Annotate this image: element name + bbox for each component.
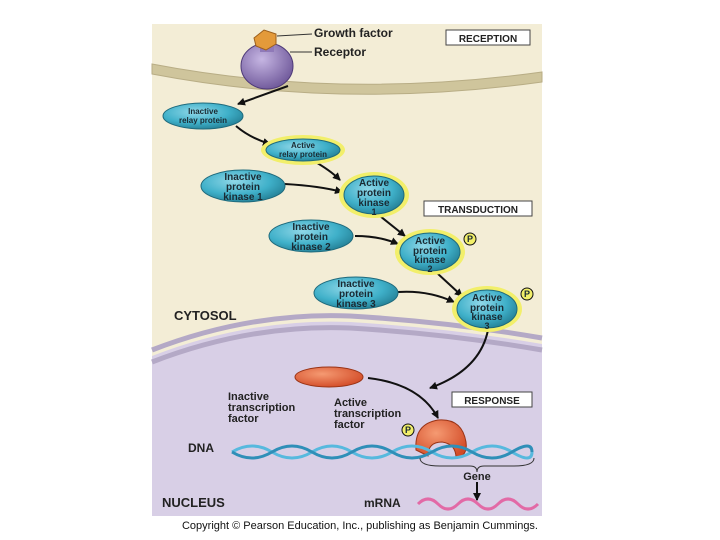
active-relay-label-2: relay protein [279, 150, 327, 159]
inactive-kinase-2-line-3: kinase 2 [291, 242, 331, 253]
active-kinase-2-line-3: kinase [414, 255, 446, 266]
arrow-receptor-to-relay [237, 85, 289, 106]
growth-factor-label: Growth factor [314, 26, 393, 40]
phosphate-tf [401, 423, 415, 437]
active-kinase-3-line-3: kinase [471, 312, 503, 323]
active-kinase-3 [456, 289, 518, 329]
copyright-notice: Copyright © Pearson Education, Inc., pub… [181, 520, 538, 532]
inactive-kinase-3-line-2: protein [339, 289, 373, 300]
inactive-kinase-3-line-1: Inactive [337, 279, 375, 290]
dna-label: DNA [188, 441, 214, 455]
inactive-tf-line-2: transcription [228, 402, 296, 414]
arrow-kinase2-activation [354, 235, 399, 245]
transduction-label: TRANSDUCTION [438, 205, 518, 216]
active-kinase-1-line-1: Active [359, 178, 389, 189]
active-kinase-1-line-3: kinase [358, 198, 390, 209]
receptor-label: Receptor [314, 45, 366, 59]
inactive-tf-line-3: factor [228, 413, 259, 425]
active-kinase-2-line-2: protein [413, 246, 447, 257]
response-box [451, 391, 533, 408]
phosphate-kinase-3 [520, 287, 534, 301]
phosphate-kinase-2 [463, 232, 477, 246]
active-kinase-3-line-2: protein [470, 303, 504, 314]
arrow-kinase3-activation [397, 290, 455, 303]
mrna-label: mRNA [364, 496, 401, 510]
phosphate-kinase-2-label: P [467, 234, 473, 244]
inactive-tf-line-1: Inactive [228, 391, 269, 403]
active-kinase-1-line-2: protein [357, 188, 391, 199]
gene-label: Gene [463, 471, 491, 483]
inactive-kinase-3 [313, 276, 399, 310]
inactive-kinase-1-line-1: Inactive [224, 172, 262, 183]
inactive-kinase-1-line-2: protein [226, 182, 260, 193]
arrow-kinase3-to-nucleus [429, 329, 489, 390]
active-kinase-3-line-1: Active [472, 293, 502, 304]
dna-strand-2 [231, 444, 534, 460]
inactive-relay-label-1: Inactive [188, 107, 218, 116]
active-kinase-2-line-1: Active [415, 236, 445, 247]
phosphate-tf-label: P [405, 425, 411, 435]
nuclear-envelope-inner [151, 325, 543, 365]
transduction-box [423, 200, 533, 217]
response-label: RESPONSE [464, 396, 520, 407]
inactive-kinase-2-line-2: protein [294, 232, 328, 243]
active-kinase-3-line-4: 3 [484, 321, 489, 331]
arrow-kinase1-activation [284, 183, 343, 195]
growth-factor-shape [253, 29, 277, 51]
growth-factor-leader [276, 33, 313, 37]
reception-label: RECEPTION [459, 34, 517, 45]
gene-bracket [419, 457, 535, 473]
inactive-relay-label-2: relay protein [179, 116, 227, 125]
active-relay-protein [265, 138, 341, 162]
active-kinase-1-line-4: 1 [371, 207, 376, 217]
inactive-kinase-2 [268, 219, 354, 253]
active-kinase-2-line-4: 2 [427, 264, 432, 274]
phosphate-kinase-3-label: P [524, 289, 530, 299]
nucleus-region [152, 321, 542, 516]
cytosol-label: CYTOSOL [174, 308, 237, 323]
inactive-relay-protein [162, 102, 244, 130]
active-relay-label-1: Active [291, 141, 316, 150]
active-tf-line-1: Active [334, 397, 367, 409]
mrna-strand [416, 497, 540, 511]
reception-box [445, 29, 531, 46]
active-kinase-1 [343, 175, 405, 215]
active-tf-line-2: transcription [334, 408, 402, 420]
arrow-kinase2-to-kinase3 [436, 272, 463, 297]
inactive-kinase-2-line-1: Inactive [292, 222, 330, 233]
nucleus-label: NUCLEUS [162, 495, 225, 510]
active-tf-line-3: factor [334, 419, 365, 431]
arrow-tf-activation [367, 377, 439, 419]
inactive-kinase-3-line-3: kinase 3 [336, 299, 376, 310]
inactive-transcription-factor [294, 366, 364, 388]
inactive-kinase-1 [200, 169, 286, 203]
inactive-kinase-1-line-3: kinase 1 [223, 192, 263, 203]
active-kinase-2 [399, 232, 461, 272]
